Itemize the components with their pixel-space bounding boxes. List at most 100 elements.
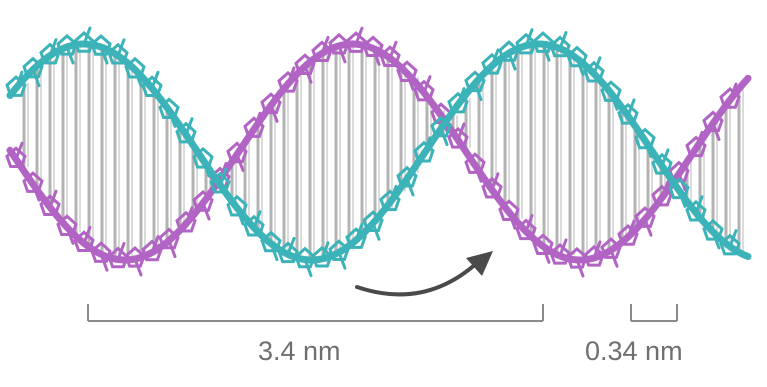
strand-a-phosphate <box>116 38 126 58</box>
strand-b-phosphate <box>201 201 211 221</box>
strand-b-phosphate <box>473 163 483 183</box>
strand-a-sugar <box>702 218 724 241</box>
strand-a-phosphate <box>609 91 619 111</box>
strand-b-phosphate <box>167 239 177 259</box>
strand-a-phosphate <box>65 45 75 65</box>
strand-b-phosphate <box>626 219 636 239</box>
strand-b-phosphate <box>456 122 466 142</box>
strand-b-sugar <box>175 210 197 233</box>
strand-a-sugar <box>413 140 435 163</box>
strand-b-sugar <box>464 152 486 174</box>
strand-a-phosphate <box>320 241 330 261</box>
strand-a-sugar <box>192 146 214 169</box>
strand-a-sugar <box>243 214 265 237</box>
strand-b-phosphate <box>694 130 704 150</box>
pitch-label: 3.4 nm <box>258 336 341 366</box>
strand-b-phosphate <box>218 161 228 181</box>
strand-a-sugar <box>379 189 401 212</box>
strand-b-phosphate <box>711 121 721 141</box>
strand-a-sugar <box>124 56 146 79</box>
strand-b-phosphate <box>150 235 160 255</box>
strand-b-sugar <box>141 239 163 262</box>
strand-a-phosphate <box>711 230 721 250</box>
strand-b-sugar <box>22 171 44 193</box>
strand-b-phosphate <box>609 248 619 268</box>
strand-a-phosphate <box>133 68 143 88</box>
strand-b-sugar <box>685 135 707 158</box>
strand-b-sugar <box>515 218 537 241</box>
strand-b-phosphate <box>575 258 585 278</box>
strand-a-sugar <box>481 52 503 75</box>
strand-a-sugar <box>362 210 384 232</box>
rise-bracket <box>630 304 678 322</box>
strand-a-sugar <box>90 33 112 56</box>
strand-b-sugar <box>294 53 316 75</box>
strand-b-sugar <box>396 60 418 83</box>
strand-b-sugar <box>39 194 61 216</box>
strand-b-sugar <box>413 79 435 102</box>
strand-b-phosphate <box>235 152 245 172</box>
strand-b-phosphate <box>99 252 109 272</box>
strand-b-sugar <box>617 224 639 246</box>
strand-b-sugar <box>243 116 265 138</box>
strand-b-phosphate <box>405 71 415 91</box>
strand-a-phosphate <box>388 184 398 204</box>
strand-a-phosphate <box>286 236 296 256</box>
strand-b-sugar <box>498 199 520 221</box>
strand-b-sugar <box>651 184 673 207</box>
backbone-strand-b <box>5 26 752 278</box>
strand-a-phosphate <box>524 28 534 48</box>
strand-a-sugar <box>515 32 537 55</box>
strand-b-phosphate <box>286 66 296 86</box>
strand-a-phosphate <box>405 177 415 197</box>
strand-b-phosphate <box>371 46 381 66</box>
strand-b-phosphate <box>269 103 279 123</box>
strand-a-phosphate <box>643 139 653 159</box>
strand-a-phosphate <box>167 108 177 128</box>
strand-b-sugar <box>447 126 469 149</box>
strand-a-sugar <box>328 239 350 261</box>
strand-b-sugar <box>566 246 588 269</box>
strand-a-sugar <box>583 60 605 83</box>
pitch-bracket <box>87 304 544 322</box>
strand-a-phosphate <box>507 51 517 71</box>
strand-b-phosphate <box>660 180 670 200</box>
strand-a-phosphate <box>558 31 568 51</box>
strand-b-sugar <box>226 141 248 164</box>
strand-a-sugar <box>719 233 741 256</box>
strand-b-sugar <box>328 32 350 55</box>
strand-b-phosphate <box>31 182 41 202</box>
strand-a-sugar <box>5 75 27 97</box>
strand-a-phosphate <box>303 258 313 278</box>
strand-b-phosphate <box>252 111 262 131</box>
strand-b-phosphate <box>303 64 313 84</box>
strand-a-phosphate <box>150 70 160 90</box>
strand-b-phosphate <box>48 189 58 209</box>
strand-a-sugar <box>464 70 486 93</box>
strand-a-sugar <box>209 171 231 194</box>
base-pairs <box>22 40 744 264</box>
strand-b-phosphate <box>541 244 551 264</box>
strand-b-sugar <box>583 244 605 267</box>
curved-arrow-icon <box>355 251 493 297</box>
strand-b-phosphate <box>133 257 143 277</box>
strand-a-phosphate <box>694 195 704 215</box>
strand-b-phosphate <box>388 40 398 60</box>
strand-b-sugar <box>277 70 299 93</box>
strand-b-phosphate <box>643 217 653 237</box>
strand-a-sugar <box>107 42 129 65</box>
strand-a-phosphate <box>728 229 738 249</box>
strand-a-sugar <box>22 56 44 79</box>
strand-a-phosphate <box>201 158 211 178</box>
strand-b-sugar <box>634 206 656 228</box>
strand-a-phosphate <box>677 188 687 208</box>
strand-b-sugar <box>73 230 95 252</box>
strand-b-sugar <box>600 237 622 259</box>
strand-b-sugar <box>56 214 78 237</box>
strand-a-phosphate <box>14 70 24 90</box>
strand-b-phosphate <box>337 44 347 64</box>
strand-b-sugar <box>702 110 724 133</box>
strand-a-phosphate <box>269 242 279 262</box>
